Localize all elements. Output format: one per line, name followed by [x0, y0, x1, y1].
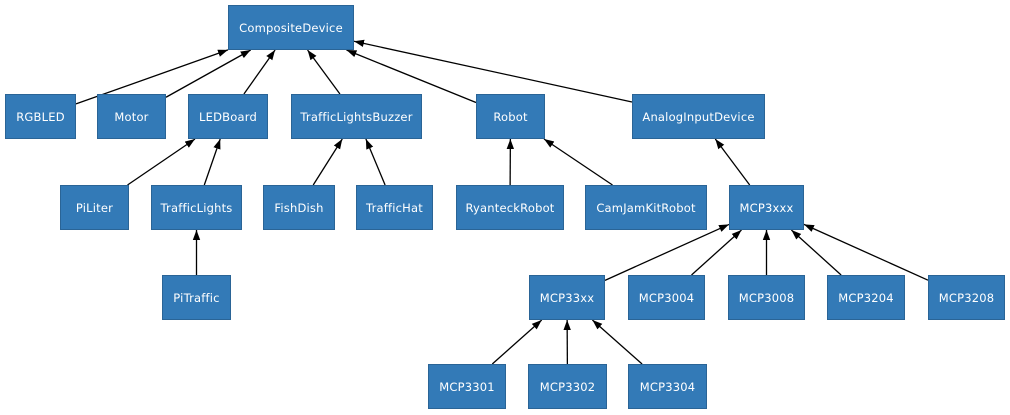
- class-node-label: RGBLED: [16, 109, 65, 124]
- class-node-label: MCP3301: [439, 379, 495, 394]
- inheritance-edge-LEDBoard-to-CompositeDevice: [243, 49, 276, 95]
- class-node-MCP3302[interactable]: MCP3302: [528, 364, 607, 409]
- class-node-label: TrafficLightsBuzzer: [300, 109, 413, 124]
- class-node-MCP3008[interactable]: MCP3008: [728, 275, 805, 320]
- class-node-label: FishDish: [274, 200, 324, 215]
- class-node-MCP3208[interactable]: MCP3208: [928, 275, 1005, 320]
- class-node-label: RyanteckRobot: [465, 200, 555, 215]
- class-node-MCP33xx[interactable]: MCP33xx: [529, 275, 605, 320]
- class-node-RyanteckRobot[interactable]: RyanteckRobot: [456, 185, 564, 230]
- class-node-MCP3004[interactable]: MCP3004: [628, 275, 705, 320]
- class-node-CompositeDevice[interactable]: CompositeDevice: [228, 5, 354, 50]
- inheritance-edge-TrafficHat-to-TrafficLightsBuzzer: [365, 138, 386, 186]
- inheritance-edge-MCP3204-to-MCP3xxx: [790, 229, 842, 276]
- class-node-label: MCP3208: [938, 290, 995, 305]
- class-node-label: MCP3302: [539, 379, 596, 394]
- class-node-TrafficLights[interactable]: TrafficLights: [151, 185, 242, 230]
- class-node-LEDBoard[interactable]: LEDBoard: [188, 94, 268, 139]
- class-node-label: PiTraffic: [173, 290, 220, 305]
- inheritance-edge-PiLiter-to-LEDBoard: [127, 138, 196, 186]
- class-node-label: MCP3xxx: [739, 200, 794, 215]
- class-node-label: MCP3304: [639, 379, 696, 394]
- class-node-label: PiLiter: [75, 200, 114, 215]
- inheritance-edge-TrafficLightsBuzzer-to-CompositeDevice: [307, 49, 341, 95]
- inheritance-edge-FishDish-to-TrafficLightsBuzzer: [312, 138, 343, 186]
- class-node-AnalogInputDevice[interactable]: AnalogInputDevice: [632, 94, 765, 139]
- class-node-label: MCP33xx: [539, 290, 595, 305]
- class-node-label: MCP3204: [838, 290, 894, 305]
- inheritance-edge-MCP3xxx-to-AnalogInputDevice: [714, 138, 751, 186]
- class-node-label: TrafficLights: [160, 200, 233, 215]
- inheritance-edge-MCP3301-to-MCP33xx: [491, 319, 543, 365]
- inheritance-edge-MCP3004-to-MCP3xxx: [691, 229, 742, 276]
- class-node-label: CamJamKitRobot: [596, 200, 696, 215]
- class-node-RGBLED[interactable]: RGBLED: [5, 94, 76, 139]
- class-node-MCP3304[interactable]: MCP3304: [628, 364, 707, 409]
- class-node-label: Motor: [114, 109, 149, 124]
- class-node-Motor[interactable]: Motor: [97, 94, 166, 139]
- class-node-CamJamKitRobot[interactable]: CamJamKitRobot: [585, 185, 707, 230]
- class-node-TrafficLightsBuzzer[interactable]: TrafficLightsBuzzer: [291, 94, 422, 139]
- inheritance-edge-CamJamKitRobot-to-Robot: [543, 138, 613, 186]
- class-node-label: LEDBoard: [199, 109, 257, 124]
- inheritance-edge-TrafficLights-to-LEDBoard: [203, 138, 221, 186]
- class-node-label: Robot: [493, 109, 528, 124]
- class-node-MCP3204[interactable]: MCP3204: [827, 275, 905, 320]
- class-node-PiTraffic[interactable]: PiTraffic: [162, 275, 231, 320]
- inheritance-edge-MCP33xx-to-MCP3xxx: [604, 223, 730, 281]
- inheritance-edge-MCP3208-to-MCP3xxx: [803, 223, 929, 281]
- class-node-label: MCP3008: [738, 290, 795, 305]
- class-node-TrafficHat[interactable]: TrafficHat: [356, 185, 433, 230]
- class-node-label: TrafficHat: [366, 200, 423, 215]
- class-node-label: CompositeDevice: [239, 20, 343, 35]
- inheritance-edge-Motor-to-CompositeDevice: [165, 49, 251, 98]
- class-node-label: AnalogInputDevice: [642, 109, 755, 124]
- class-node-MCP3xxx[interactable]: MCP3xxx: [729, 185, 804, 230]
- class-node-MCP3301[interactable]: MCP3301: [428, 364, 506, 409]
- class-node-Robot[interactable]: Robot: [476, 94, 545, 139]
- inheritance-edge-MCP3304-to-MCP33xx: [591, 319, 643, 365]
- class-node-PiLiter[interactable]: PiLiter: [60, 185, 129, 230]
- class-node-FishDish[interactable]: FishDish: [263, 185, 335, 230]
- inheritance-edge-AnalogInputDevice-to-CompositeDevice: [353, 39, 633, 103]
- class-node-label: MCP3004: [638, 290, 695, 305]
